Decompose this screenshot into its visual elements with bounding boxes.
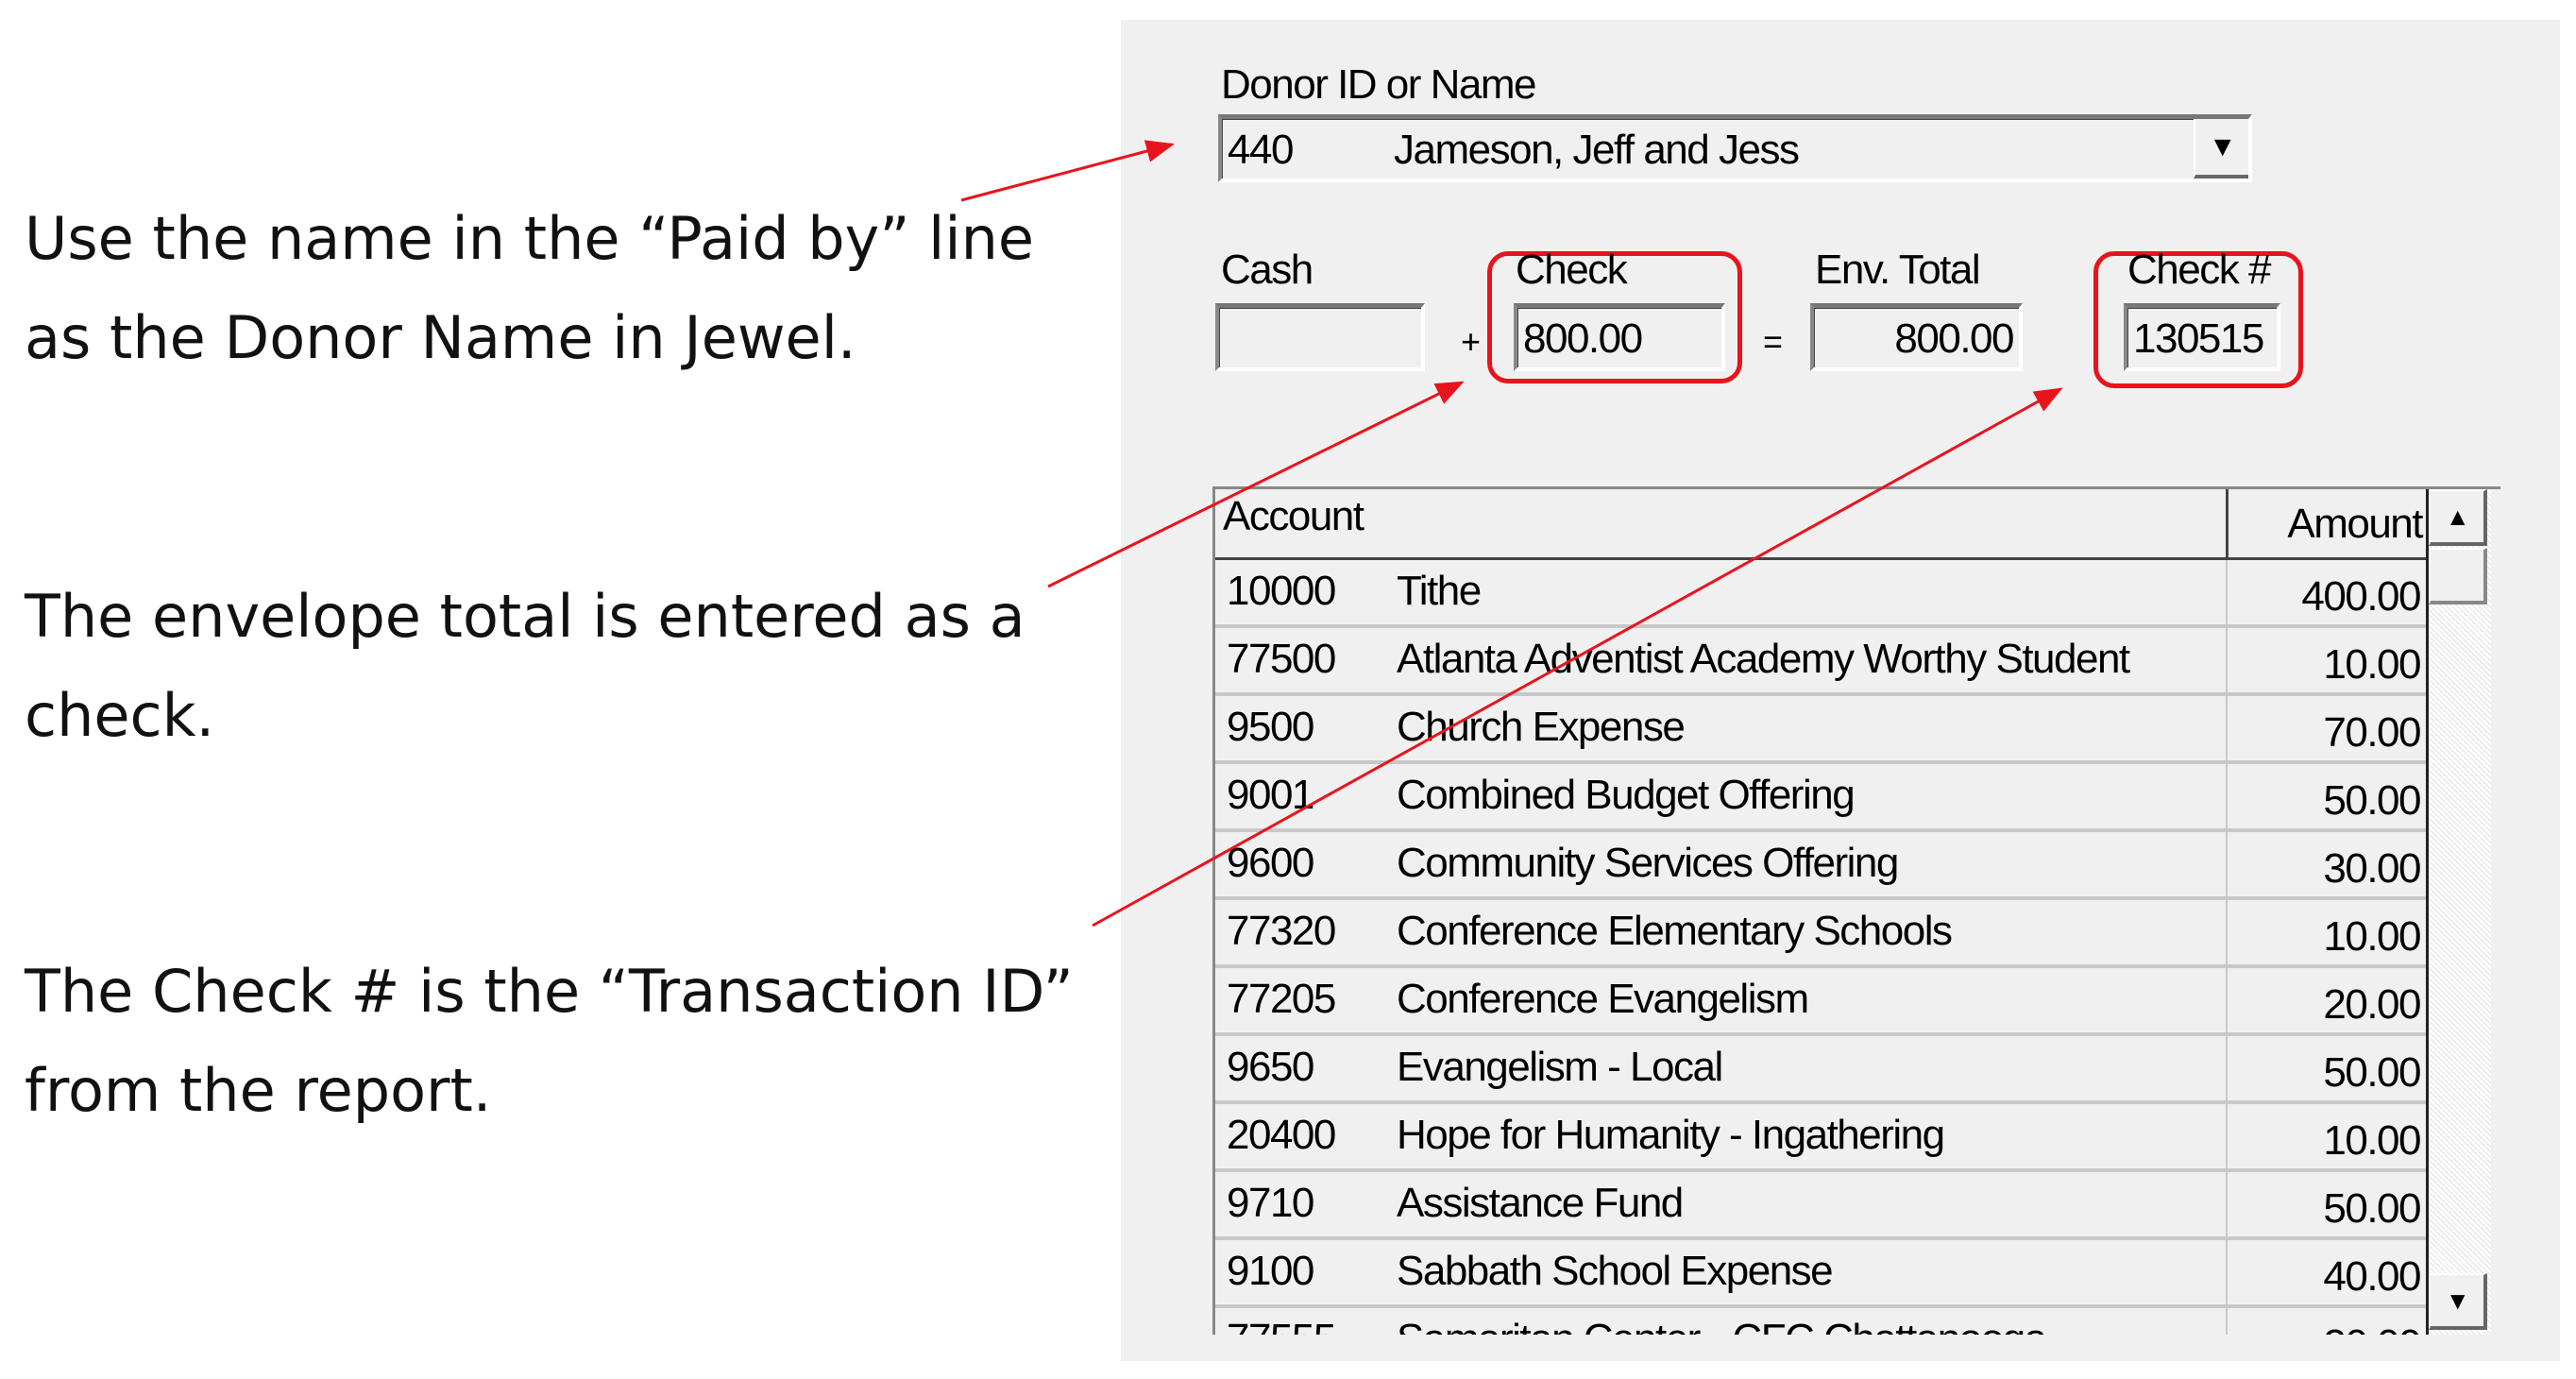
cell-divider: [2226, 1308, 2228, 1335]
env-total-value: 800.00: [1894, 315, 2014, 362]
cell-divider: [2226, 1104, 2228, 1168]
check-field[interactable]: 800.00: [1514, 303, 1725, 371]
table-row[interactable]: 9500 Church Expense 70.00: [1215, 696, 2426, 764]
account-number: 9710: [1227, 1180, 1314, 1226]
check-number-value: 130515: [2133, 315, 2264, 362]
table-row[interactable]: 77320 Conference Elementary Schools 10.00: [1215, 900, 2426, 968]
column-amount[interactable]: Amount: [2287, 501, 2423, 547]
cell-divider: [2226, 560, 2228, 624]
cell-divider: [2226, 968, 2228, 1032]
account-number: 9600: [1227, 840, 1314, 886]
account-number: 10000: [1227, 568, 1336, 614]
note-envelope-total: The envelope total is entered as a check…: [25, 582, 1025, 750]
table-row[interactable]: 77555 Samaritan Center - CFC Chattanooga 2…: [1215, 1308, 2426, 1335]
env-total-label: Env. Total: [1815, 247, 1981, 293]
table-header: Account Amount: [1215, 489, 2426, 560]
donation-entry-panel: Donor ID or Name 440 Jameson, Jeff and J…: [1121, 20, 2560, 1361]
amount: 30.00: [2323, 845, 2421, 892]
cell-divider: [2226, 764, 2228, 828]
amount: 10.00: [2323, 1117, 2421, 1164]
arrow-to-donor: [960, 140, 1175, 202]
cell-divider: [2226, 832, 2228, 896]
highlight-check-number: [2093, 251, 2303, 388]
account-description: Church Expense: [1397, 704, 1686, 750]
account-number: 77205: [1227, 976, 1336, 1022]
table-body: 10000 Tithe 400.00 77500 Atlanta Adventist A…: [1215, 560, 2426, 1335]
cash-field[interactable]: [1215, 303, 1425, 371]
amount: 70.00: [2323, 709, 2421, 756]
account-description: Sabbath School Expense: [1397, 1248, 1834, 1294]
table-row[interactable]: 9600 Community Services Offering 30.00: [1215, 832, 2426, 900]
column-account[interactable]: Account: [1223, 493, 1364, 539]
account-description: Hope for Humanity - Ingathering: [1397, 1112, 1945, 1158]
scroll-thumb[interactable]: [2429, 548, 2487, 604]
table-row[interactable]: 20400 Hope for Humanity - Ingathering 10.0…: [1215, 1104, 2426, 1172]
account-description: Atlanta Adventist Academy Worthy Student: [1397, 636, 2130, 682]
env-total-field: 800.00: [1810, 303, 2023, 371]
scroll-down-icon[interactable]: ▼: [2429, 1273, 2487, 1330]
amount: 50.00: [2323, 1049, 2421, 1096]
note-check-number: The Check # is the “Transaction ID” from…: [25, 957, 1074, 1125]
check-number-label: Check #: [2127, 247, 2271, 293]
amount: 50.00: [2323, 777, 2421, 824]
arrow-to-check: [1047, 381, 1465, 588]
cell-divider: [2226, 628, 2228, 692]
account-description: Tithe: [1397, 568, 1482, 614]
account-number: 20400: [1227, 1112, 1336, 1158]
column-divider[interactable]: [2226, 489, 2229, 557]
account-description: Samaritan Center - CFC Chattanooga: [1397, 1316, 2047, 1335]
donor-name: Jameson, Jeff and Jess: [1394, 127, 1800, 173]
amount: 20.00: [2323, 1321, 2421, 1335]
donor-combobox[interactable]: 440 Jameson, Jeff and Jess ▼: [1218, 114, 2252, 182]
amount: 20.00: [2323, 981, 2421, 1028]
account-description: Conference Evangelism: [1397, 976, 1809, 1022]
cell-divider: [2226, 1240, 2228, 1304]
table-row[interactable]: 9100 Sabbath School Expense 40.00: [1215, 1240, 2426, 1308]
cell-divider: [2226, 1172, 2228, 1236]
table-row[interactable]: 77205 Conference Evangelism 20.00: [1215, 968, 2426, 1036]
amount: 10.00: [2323, 913, 2421, 960]
arrow-to-check-number: [1092, 387, 2063, 928]
check-number-field[interactable]: 130515: [2124, 303, 2280, 371]
account-description: Evangelism - Local: [1397, 1044, 1723, 1090]
account-number: 77555: [1227, 1316, 1336, 1335]
cash-label: Cash: [1221, 247, 1313, 293]
account-description: Conference Elementary Schools: [1397, 908, 1953, 954]
check-value: 800.00: [1523, 315, 1643, 362]
account-description: Combined Budget Offering: [1397, 772, 1856, 818]
account-table: Account Amount 10000 Tithe 400.00 77500 Atla…: [1212, 486, 2500, 1335]
account-number: 9100: [1227, 1248, 1314, 1294]
account-description: Community Services Offering: [1397, 840, 1899, 886]
table-row[interactable]: 9710 Assistance Fund 50.00: [1215, 1172, 2426, 1240]
highlight-check: [1487, 251, 1742, 383]
amount: 400.00: [2301, 573, 2421, 620]
scroll-up-icon[interactable]: ▲: [2429, 489, 2487, 546]
account-number: 9500: [1227, 704, 1314, 750]
table-row[interactable]: 77500 Atlanta Adventist Academy Worthy St…: [1215, 628, 2426, 696]
table-row[interactable]: 9650 Evangelism - Local 50.00: [1215, 1036, 2426, 1104]
cell-divider: [2226, 900, 2228, 964]
equals-sign: =: [1763, 322, 1783, 361]
dropdown-arrow-icon[interactable]: ▼: [2194, 119, 2248, 179]
donor-id: 440: [1228, 127, 1294, 173]
account-description: Assistance Fund: [1397, 1180, 1684, 1226]
amount: 40.00: [2323, 1253, 2421, 1300]
account-number: 77320: [1227, 908, 1336, 954]
amount: 10.00: [2323, 641, 2421, 688]
vertical-scrollbar[interactable]: ▲ ▼: [2426, 489, 2491, 1335]
cell-divider: [2226, 696, 2228, 760]
note-donor-name: Use the name in the “Paid by” line as th…: [25, 204, 1035, 372]
table-row[interactable]: 10000 Tithe 400.00: [1215, 560, 2426, 628]
donor-label: Donor ID or Name: [1221, 61, 1537, 108]
cell-divider: [2226, 1036, 2228, 1100]
amount: 50.00: [2323, 1185, 2421, 1232]
plus-sign: +: [1461, 322, 1481, 361]
account-number: 9650: [1227, 1044, 1314, 1090]
account-number: 77500: [1227, 636, 1336, 682]
check-label: Check: [1516, 247, 1628, 293]
